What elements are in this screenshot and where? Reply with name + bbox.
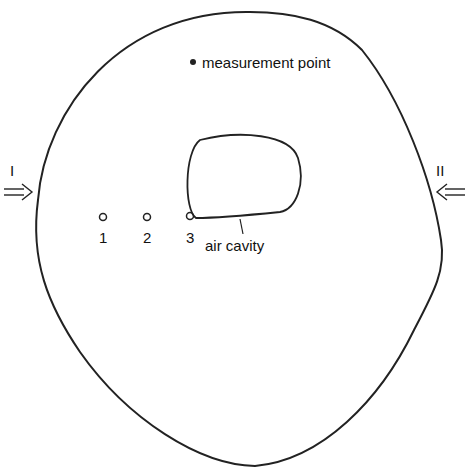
- air-cavity-outline: [187, 135, 300, 218]
- beam-arrow: [4, 184, 32, 200]
- point-marker: [187, 213, 194, 220]
- leader-line: [240, 219, 243, 234]
- head-outline: [36, 12, 442, 466]
- cavity-label: air cavity: [205, 238, 264, 253]
- measurement-dot: [190, 59, 196, 65]
- point-marker: [144, 214, 151, 221]
- point-marker: [100, 214, 107, 221]
- callout-number: 3: [186, 230, 194, 245]
- beam-label: I: [10, 163, 14, 178]
- beam-label: II: [436, 163, 444, 178]
- callout-number: 1: [99, 230, 107, 245]
- beam-arrow: [437, 184, 465, 200]
- callout-number: 2: [143, 230, 151, 245]
- point-label: measurement point: [202, 55, 330, 70]
